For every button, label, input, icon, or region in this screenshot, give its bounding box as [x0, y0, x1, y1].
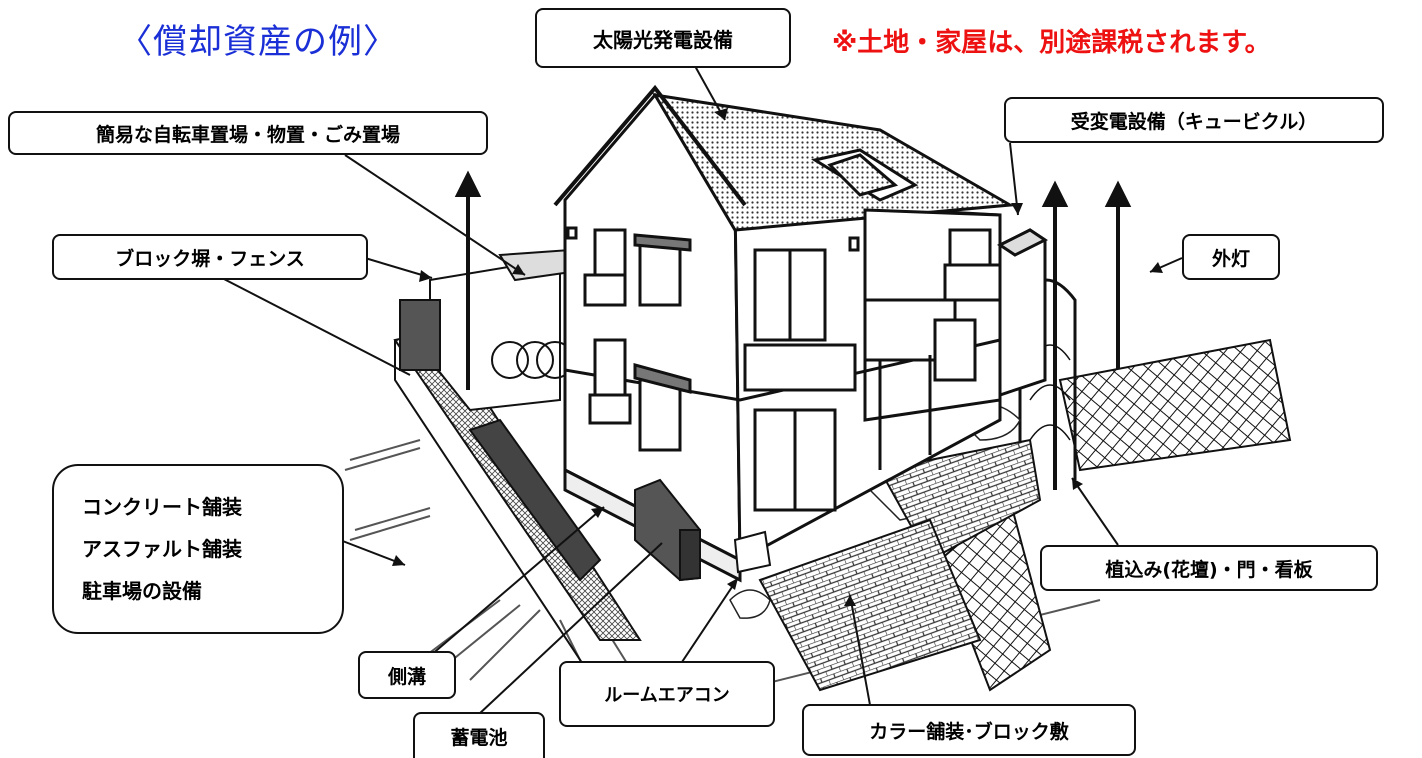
street-lamps — [454, 170, 1132, 490]
label-gutter: 側溝 — [358, 651, 456, 699]
aircon-unit — [733, 530, 772, 574]
page-title: 〈償却資産の例〉 — [118, 22, 398, 62]
label-outdoor-light: 外灯 — [1182, 234, 1280, 280]
label-solar: 太陽光発電設備 — [535, 8, 791, 68]
paved-path — [758, 438, 1042, 692]
battery-unit — [634, 478, 701, 582]
label-paving-line-3: 駐車場の設備 — [82, 579, 202, 603]
label-color-paving: カラー舗装･ブロック敷 — [802, 704, 1136, 756]
fence — [393, 328, 642, 691]
label-bicycle-shed: 簡易な自転車置場・物置・ごみ置場 — [8, 111, 488, 155]
tax-note: ※土地・家屋は、別途課税されます。 — [832, 28, 1271, 58]
cubicle — [997, 228, 1048, 398]
label-block-fence: ブロック塀・フェンス — [52, 234, 368, 280]
label-aircon: ルームエアコン — [559, 661, 775, 727]
label-cubicle: 受変電設備（キュービクル） — [1004, 97, 1384, 143]
house — [553, 84, 1015, 583]
lattice-fence — [938, 338, 1292, 692]
label-paving-line-1: コンクリート舗装 — [82, 495, 242, 519]
callout-arrowheads — [392, 108, 1163, 606]
label-planting: 植込み(花壇)・門・看板 — [1040, 545, 1378, 591]
label-battery: 蓄電池 — [413, 712, 545, 758]
label-paving-line-2: アスファルト舗装 — [82, 537, 242, 561]
label-paving: コンクリート舗装 アスファルト舗装 駐車場の設備 — [52, 464, 344, 634]
